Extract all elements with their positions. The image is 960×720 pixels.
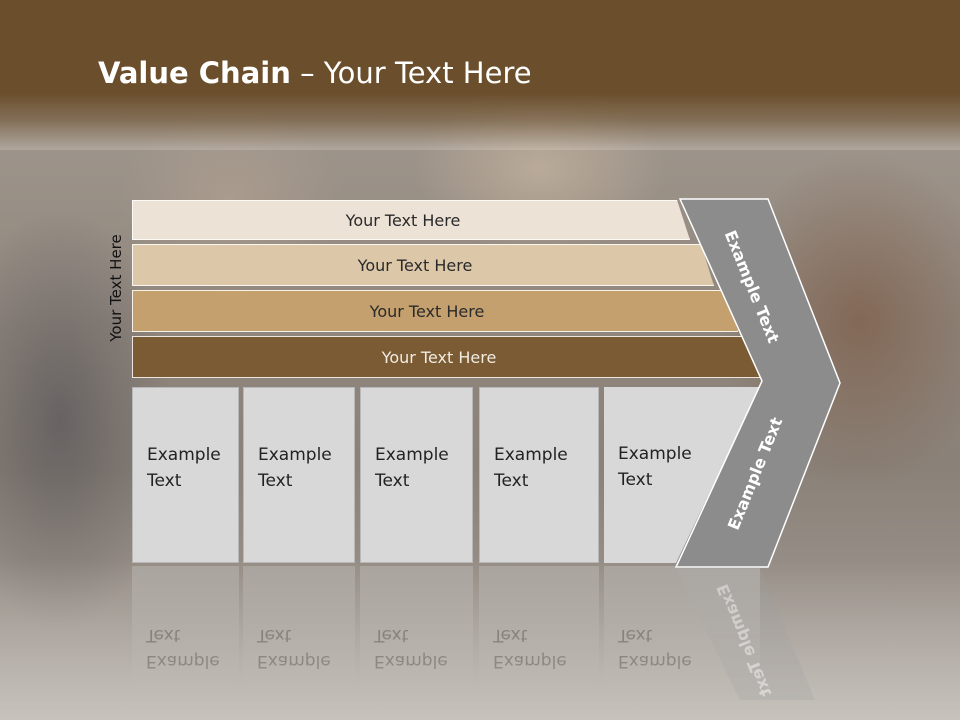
reflection-box-1-line1: Example xyxy=(146,651,220,671)
activity-box-2-line2: Text xyxy=(258,471,293,491)
reflection-box-4: Example Text xyxy=(479,566,599,692)
boxes-reflection: Example Text Example Text Example Text Exam… xyxy=(132,566,872,696)
reflection-box-5-line1: Example xyxy=(618,651,692,671)
slide-title-bold: Value Chain xyxy=(98,56,291,90)
slide-title: Value Chain – Your Text Here xyxy=(98,56,532,90)
activity-box-2-line1: Example xyxy=(258,445,332,465)
reflection-box-1-line2: Text xyxy=(146,625,181,645)
reflection-box-4-line2: Text xyxy=(493,625,528,645)
reflection-box-2-line2: Text xyxy=(257,625,292,645)
reflection-box-1-text: Example Text xyxy=(146,622,220,674)
reflection-box-5: Example Text xyxy=(604,566,760,692)
reflection-box-5-line2: Text xyxy=(618,625,653,645)
reflection-box-3-line1: Example xyxy=(374,651,448,671)
side-label: Your Text Here xyxy=(107,234,125,342)
value-band-2-label: Your Text Here xyxy=(357,255,473,275)
value-band-2: Your Text Here xyxy=(132,244,714,286)
activity-box-5-line2: Text xyxy=(618,470,653,490)
activity-box-1-line2: Text xyxy=(147,471,182,491)
slide-title-rest: – Your Text Here xyxy=(290,56,532,90)
reflection-box-5-text: Example Text xyxy=(618,622,692,674)
activity-box-1-line1: Example xyxy=(147,445,221,465)
value-band-1: Your Text Here xyxy=(132,200,690,240)
value-band-1-label: Your Text Here xyxy=(345,210,461,230)
reflection-box-2: Example Text xyxy=(243,566,355,692)
reflection-box-4-line1: Example xyxy=(493,651,567,671)
activity-box-5-line1: Example xyxy=(618,444,692,464)
background-fade xyxy=(0,560,960,720)
value-band-4-label: Your Text Here xyxy=(381,347,497,367)
activity-box-3-line1: Example xyxy=(375,445,449,465)
title-bar xyxy=(0,0,960,150)
reflection-box-3-text: Example Text xyxy=(374,622,448,674)
reflection-box-3: Example Text xyxy=(360,566,473,692)
activity-box-4-line2: Text xyxy=(494,471,529,491)
value-band-3-label: Your Text Here xyxy=(369,301,485,321)
reflection-box-4-text: Example Text xyxy=(493,622,567,674)
activity-box-4-line1: Example xyxy=(494,445,568,465)
reflection-box-2-text: Example Text xyxy=(257,622,331,674)
reflection-box-2-line1: Example xyxy=(257,651,331,671)
reflection-box-3-line2: Text xyxy=(374,625,409,645)
activity-box-3-line2: Text xyxy=(375,471,410,491)
reflection-box-1: Example Text xyxy=(132,566,239,692)
value-band-3: Your Text Here xyxy=(132,290,738,332)
value-band-4: Your Text Here xyxy=(132,336,762,378)
